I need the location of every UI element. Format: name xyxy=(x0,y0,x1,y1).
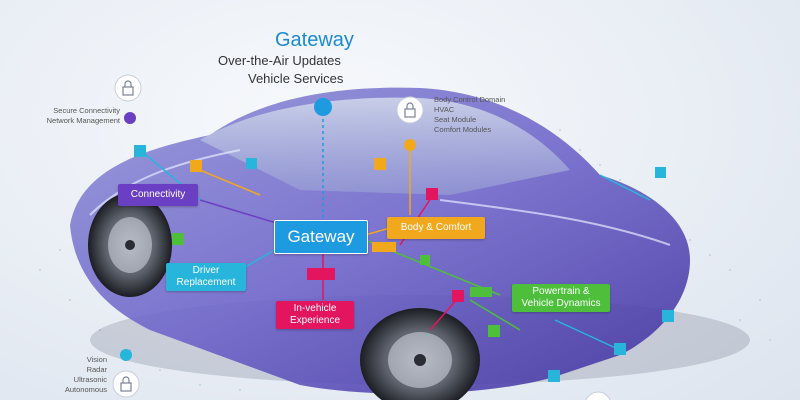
body-node xyxy=(404,139,416,151)
lock-icon xyxy=(585,391,611,400)
car-highlight xyxy=(89,149,671,246)
driver-line-1: Driver xyxy=(192,265,220,276)
powertrain-label: Powertrain & Vehicle Dynamics xyxy=(512,284,610,312)
sensor-node xyxy=(120,349,132,361)
car-windshield xyxy=(200,97,570,195)
gateway-node xyxy=(314,98,332,116)
sensor-line-1: Vision xyxy=(86,355,107,364)
header-line2: Vehicle Services xyxy=(248,71,344,86)
connectivity-label: Connectivity xyxy=(118,184,198,206)
sensor-annotation: Vision Radar Ultrasonic Autonomous xyxy=(50,355,107,395)
body-comfort-label: Body & Comfort xyxy=(387,217,485,239)
lock-icon xyxy=(396,96,424,124)
powertrain-line-1: Powertrain & xyxy=(532,286,590,297)
gateway-label: Gateway xyxy=(274,220,368,254)
driver-replacement-label: Driver Replacement xyxy=(166,263,246,291)
secure-line-1: Secure Connectivity xyxy=(53,106,120,115)
powertrain-line-2: Vehicle Dynamics xyxy=(521,298,601,309)
header-line1: Over-the-Air Updates xyxy=(218,53,341,68)
secure-node xyxy=(124,112,136,124)
infotainment-line-1: In-vehicle xyxy=(293,303,337,314)
header-title: Gateway xyxy=(275,29,354,51)
sensor-line-4: Autonomous xyxy=(64,385,107,394)
lock-icon xyxy=(114,74,142,102)
sensor-line-2: Radar xyxy=(86,365,107,374)
body-line-4: Comfort Modules xyxy=(434,125,492,134)
front-wheel xyxy=(88,193,172,297)
secure-line-2: Network Management xyxy=(46,116,120,125)
body-annotation: Body Control Domain HVAC Seat Module Com… xyxy=(434,95,544,135)
rear-wheel xyxy=(360,308,480,400)
in-vehicle-experience-label: In-vehicle Experience xyxy=(276,301,354,329)
body-line-1: Body Control Domain xyxy=(434,95,506,104)
ecu-modules xyxy=(134,145,674,382)
driver-line-2: Replacement xyxy=(176,277,236,288)
secure-annotation: Secure Connectivity Network Management xyxy=(20,106,120,126)
infotainment-line-2: Experience xyxy=(289,315,341,326)
body-line-3: Seat Module xyxy=(434,115,477,124)
lock-icon xyxy=(112,370,140,398)
sensor-line-3: Ultrasonic xyxy=(73,375,107,384)
body-line-2: HVAC xyxy=(434,105,455,114)
